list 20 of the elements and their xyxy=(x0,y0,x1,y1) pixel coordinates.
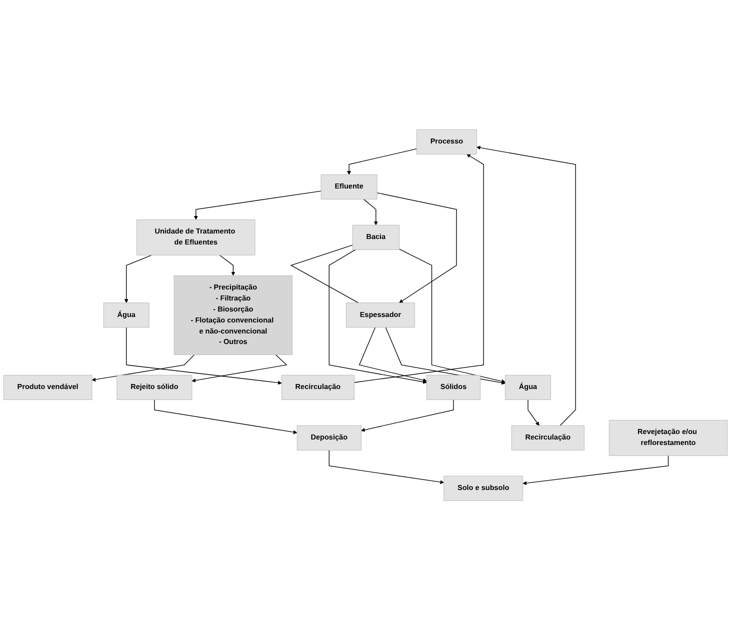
arrow xyxy=(347,148,418,175)
arrow xyxy=(398,248,506,384)
arrow xyxy=(126,326,282,385)
arrow xyxy=(528,399,540,426)
arrow xyxy=(358,326,427,382)
arrow xyxy=(376,192,457,303)
arrow xyxy=(92,354,195,382)
arrow xyxy=(219,254,236,276)
arrow xyxy=(476,146,576,426)
arrow xyxy=(328,249,427,384)
arrow xyxy=(363,198,378,226)
arrow xyxy=(124,254,152,303)
arrow xyxy=(354,154,484,383)
arrow xyxy=(192,354,288,382)
arrow xyxy=(154,399,298,434)
arrow xyxy=(522,455,669,485)
connector xyxy=(290,244,359,304)
arrow xyxy=(328,450,444,484)
arrow xyxy=(194,190,322,220)
arrow xyxy=(360,399,454,432)
